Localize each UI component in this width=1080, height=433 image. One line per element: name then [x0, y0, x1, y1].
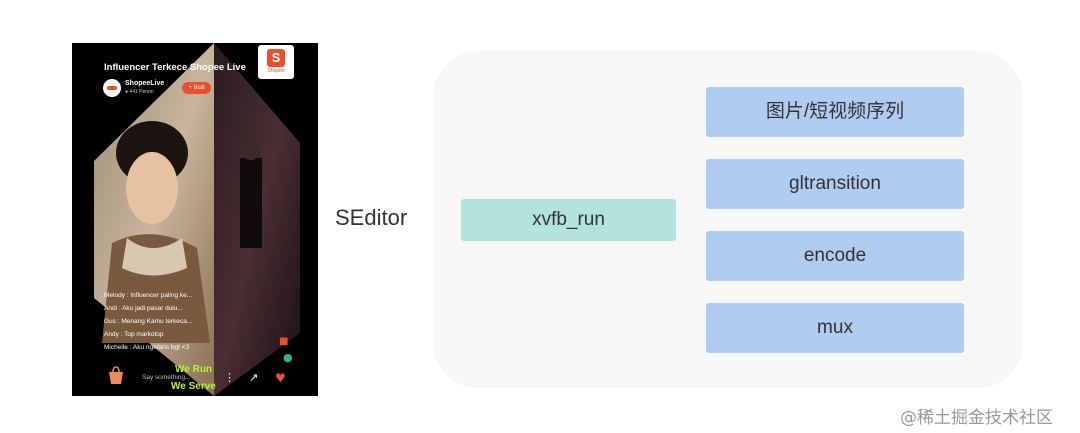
coin-icon[interactable]: ● — [283, 351, 293, 364]
shopee-logo: S Shopee — [258, 45, 294, 79]
chat-comment: Michelle : Aku ngefans bgt <3 — [104, 344, 190, 351]
stream-title: Influencer Terkece Shopee Live — [104, 62, 246, 73]
heart-icon[interactable]: ♥ — [275, 371, 286, 385]
chat-comment: Andi : Aku jadi pasar dulu... — [104, 305, 183, 312]
watermark: @稀土掘金技术社区 — [900, 408, 1053, 428]
more-icon[interactable]: ⋮ — [224, 371, 235, 384]
chat-comment: Melody : Influencer paling ke... — [104, 292, 193, 299]
chat-comment: Andy : Top markotop — [104, 331, 164, 338]
overlay-text-line2: We Serve — [171, 381, 216, 392]
step-node-gltransition: gltransition — [706, 159, 964, 209]
comment-input[interactable]: Say something... — [142, 374, 191, 381]
runner-node: xvfb_run — [461, 199, 676, 241]
stage-figure-head — [242, 142, 260, 160]
cube-transition-graphic — [94, 43, 300, 396]
share-icon[interactable]: ↗ — [249, 371, 259, 384]
viewer-count: ● 441 Penon — [125, 89, 154, 95]
stage-figure — [240, 158, 262, 248]
step-node-mux: mux — [706, 303, 964, 353]
editor-label: SEditor — [335, 205, 408, 230]
chat-comment: Gus : Menang Kamu terkeca... — [104, 318, 193, 325]
follow-button[interactable]: + Ikuti — [182, 82, 211, 94]
channel-avatar[interactable] — [103, 79, 121, 97]
step-node-image-sequence: 图片/短视频序列 — [706, 87, 964, 137]
gift-icon[interactable]: ■ — [279, 336, 289, 347]
overlay-text-line1: We Run — [175, 364, 213, 375]
shopping-bag-icon[interactable] — [106, 365, 126, 385]
channel-name[interactable]: ShopeeLive — [125, 80, 165, 87]
phone-screenshot: Influencer Terkece Shopee Live S Shopee … — [72, 43, 318, 396]
person-face — [126, 152, 178, 224]
step-node-encode: encode — [706, 231, 964, 281]
shopee-logo-text: Shopee — [267, 68, 285, 74]
shopee-bag-icon: S — [267, 49, 285, 67]
person-collar — [122, 238, 187, 276]
